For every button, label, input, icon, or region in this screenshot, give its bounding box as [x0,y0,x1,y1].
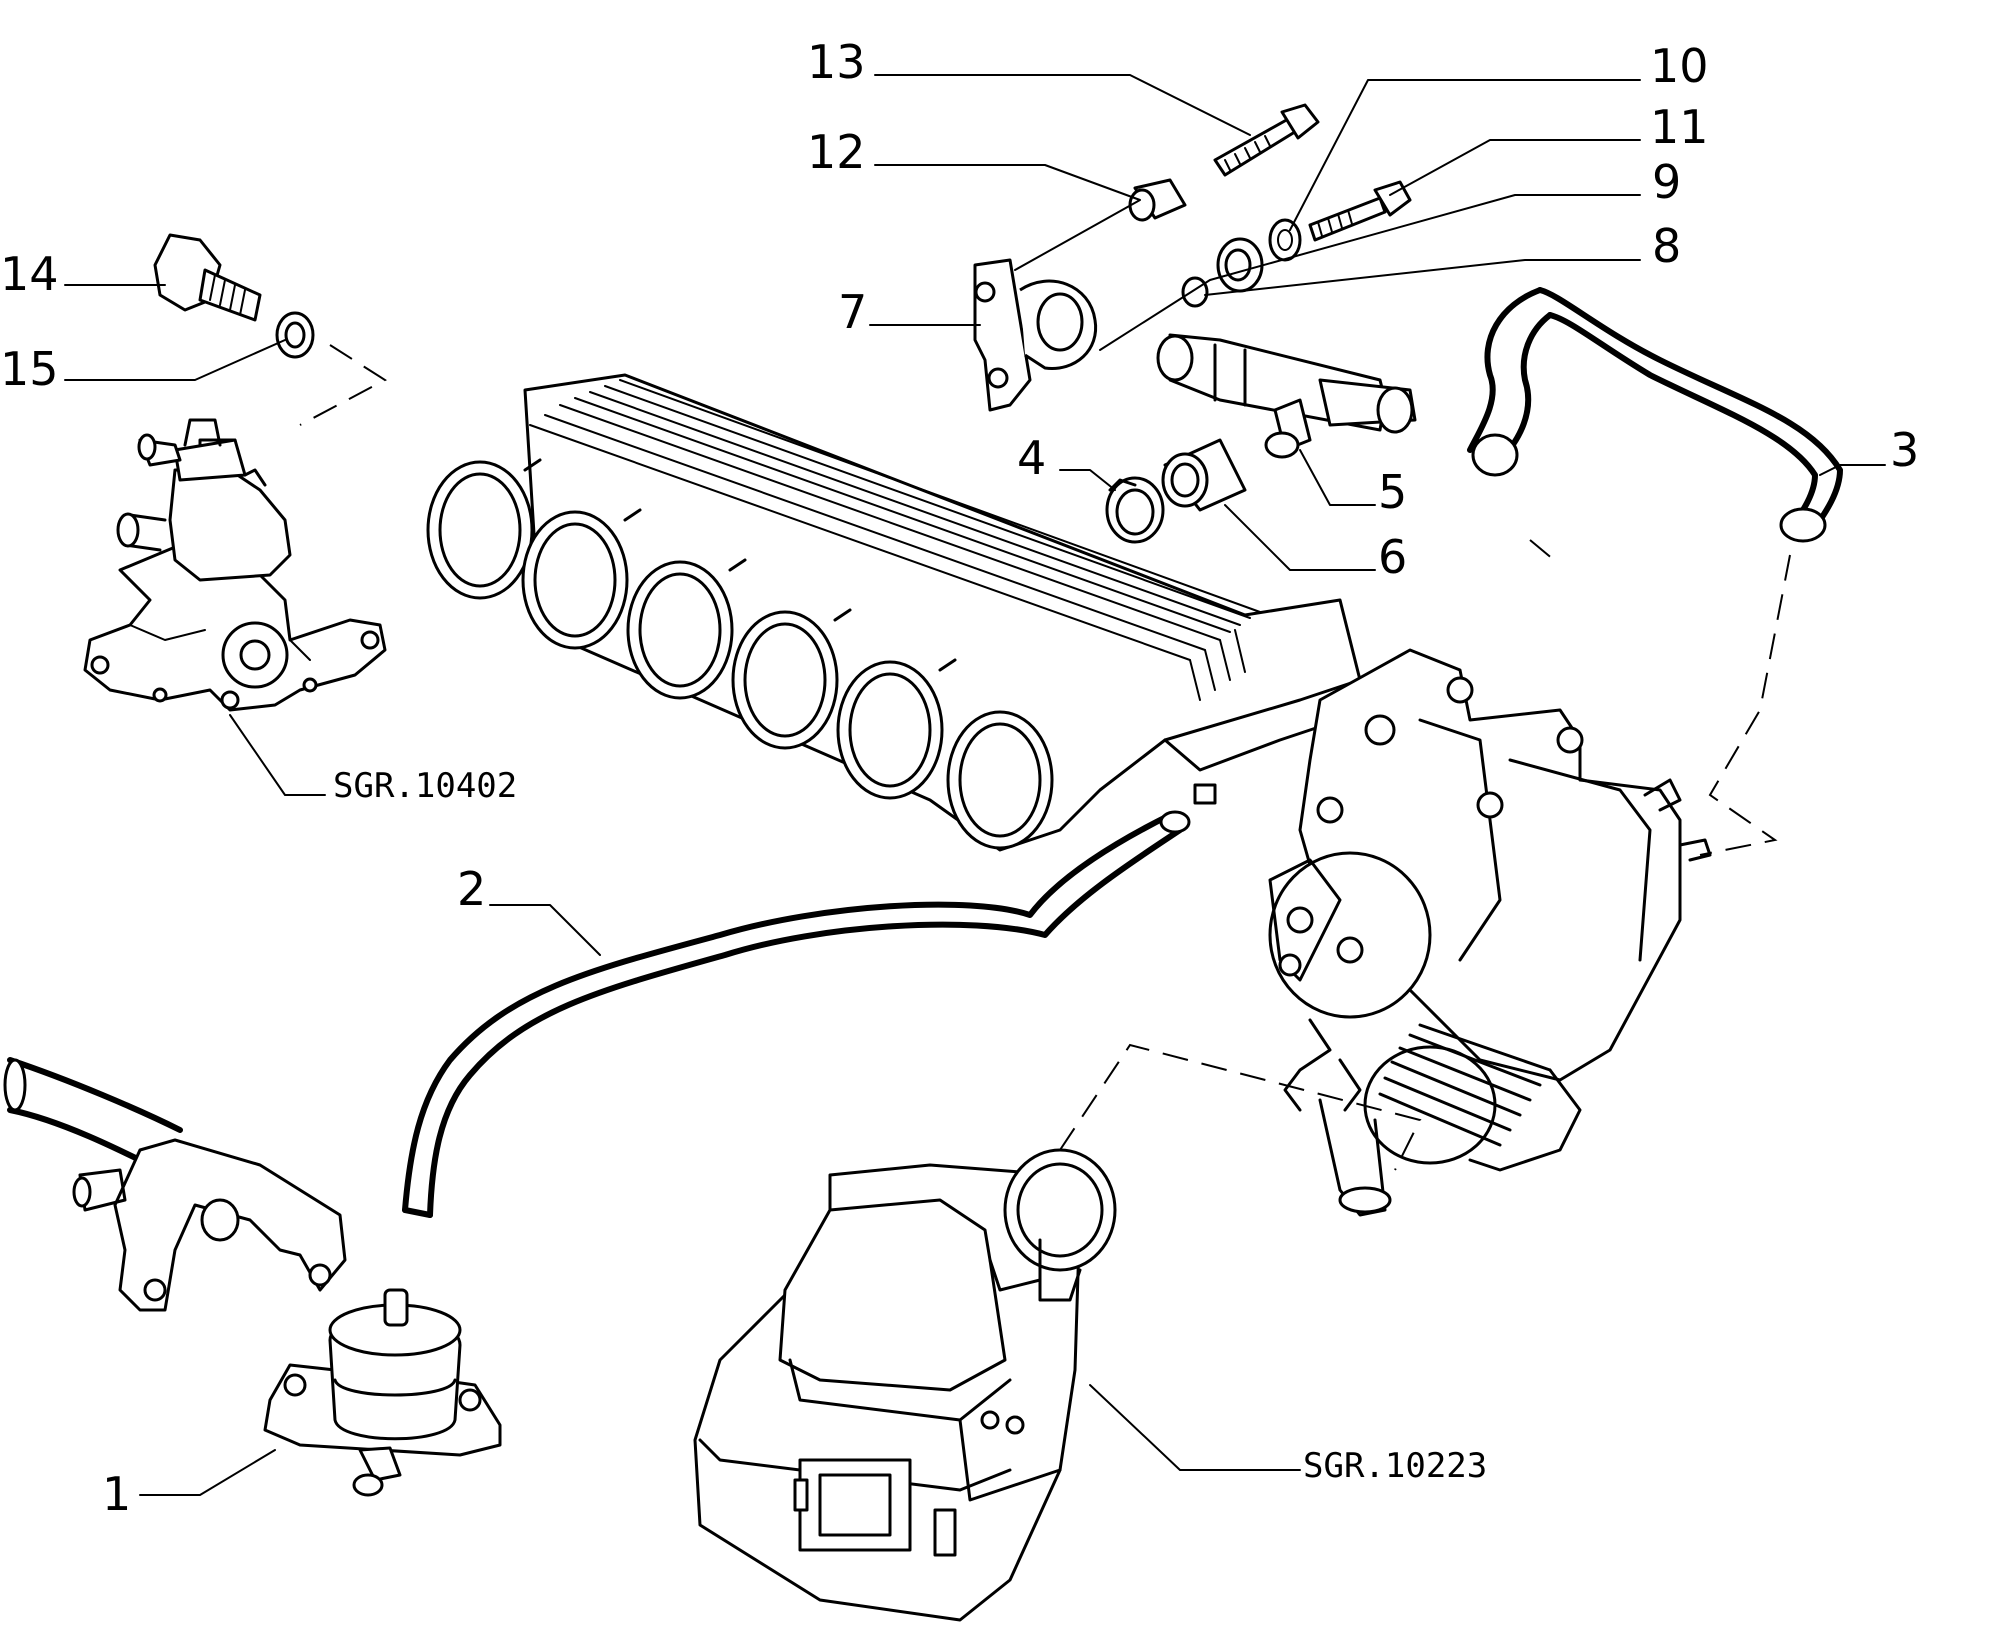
hose-3 [1467,287,1843,543]
bush-8 [1181,276,1209,308]
ref-water-pump: SGR.10402 [333,766,517,806]
pressure-regulator-1 [263,1288,502,1497]
callout-7: 7 [838,285,867,339]
callout-3: 3 [1890,423,1919,477]
bolt-11 [1308,180,1412,242]
throttle-body [1268,648,1712,1217]
air-flow-meter-assembly [693,1148,1117,1622]
callout-13: 13 [807,35,866,89]
callout-labels: 1 2 3 4 5 6 7 8 9 10 11 12 13 14 15 SGR.… [0,35,1919,1521]
callout-12: 12 [807,125,866,179]
grommet-9 [1216,237,1264,293]
callout-1: 1 [102,1467,131,1521]
callout-6: 6 [1378,530,1407,584]
bracket-7 [973,258,1098,412]
temperature-sender-14 [153,233,262,322]
clamp-4 [1105,476,1165,544]
washer-10 [1268,218,1302,262]
callout-9: 9 [1652,155,1681,209]
callout-10: 10 [1650,39,1709,93]
water-pump-assembly [83,418,387,712]
intake-runners [426,458,1054,850]
callout-14: 14 [0,247,59,301]
bolt-13 [1213,103,1320,177]
fuel-pipe-bracket [3,1057,347,1312]
hose-2 [402,783,1217,1218]
callout-5: 5 [1378,465,1407,519]
callout-15: 15 [0,342,59,396]
callout-2: 2 [457,862,486,916]
callout-11: 11 [1650,100,1709,154]
leader-lines [64,74,1886,1496]
ref-air-flow-meter: SGR.10223 [1303,1446,1487,1486]
sleeve-6 [1161,438,1247,512]
callout-8: 8 [1652,219,1681,273]
intake-manifold [523,373,1362,852]
connector-dashes [299,344,1791,1171]
idle-valve-5 [1156,333,1417,459]
seal-15 [275,311,315,359]
callout-4: 4 [1017,431,1046,485]
